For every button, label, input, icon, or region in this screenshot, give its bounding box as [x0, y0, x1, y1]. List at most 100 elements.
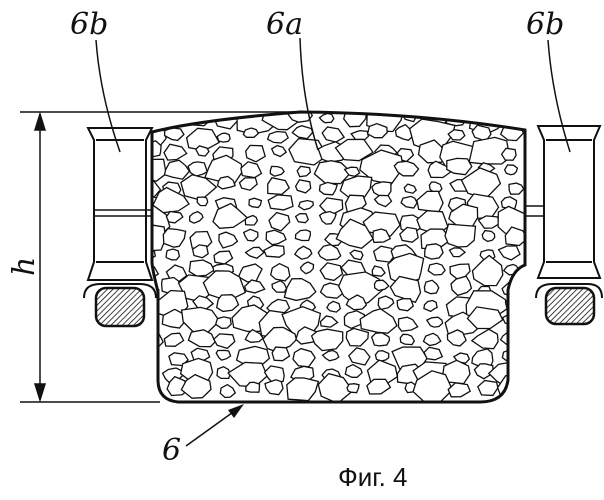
stone [239, 264, 263, 282]
stone [246, 247, 264, 258]
stone [270, 166, 284, 176]
stone [268, 195, 293, 210]
stone [327, 301, 340, 312]
stone [134, 159, 166, 181]
label-bag: 6 [162, 433, 181, 468]
stone [375, 195, 392, 206]
stone [196, 146, 209, 156]
leader-left-roller [96, 40, 120, 152]
right-roller [525, 126, 602, 324]
stone [451, 276, 471, 295]
stone [244, 229, 258, 241]
stone [401, 196, 417, 208]
stone [164, 333, 183, 346]
stone [297, 166, 310, 176]
stone [424, 347, 442, 360]
stone [320, 114, 334, 123]
stone [429, 182, 442, 192]
stone [472, 329, 498, 348]
stone [272, 146, 287, 157]
stone [482, 231, 495, 242]
stone [424, 333, 441, 345]
stone [450, 248, 466, 257]
stone [347, 384, 359, 393]
stone [164, 144, 187, 160]
stone [372, 333, 390, 346]
stone [166, 212, 182, 223]
stone [345, 365, 362, 378]
stone [293, 349, 315, 367]
stone [272, 281, 287, 293]
stone [448, 383, 470, 397]
stone [368, 124, 388, 138]
figure-caption: Фиг. 4 [338, 462, 408, 492]
stone [378, 296, 394, 309]
leader-bag-arrowhead [228, 404, 244, 418]
stone [190, 212, 203, 224]
stone [217, 295, 239, 312]
stone [228, 362, 267, 387]
stone [372, 266, 385, 276]
stone [268, 132, 289, 144]
stone [214, 334, 235, 349]
stone [240, 178, 258, 191]
stone [217, 133, 230, 142]
stone [159, 108, 186, 126]
stone [502, 350, 518, 361]
stone [243, 128, 258, 137]
bag-with-aggregate [128, 102, 537, 405]
stone [320, 212, 337, 225]
stone [425, 244, 443, 259]
stone [266, 230, 286, 245]
stone [478, 381, 498, 396]
stone [188, 330, 215, 347]
stone [372, 182, 391, 196]
stone [509, 183, 524, 194]
stone [138, 353, 155, 366]
leader-right-roller [548, 40, 570, 152]
stone [292, 126, 313, 139]
stone [246, 145, 266, 161]
stone [375, 280, 389, 290]
stone [445, 224, 476, 247]
stone [188, 162, 207, 176]
stone [322, 127, 344, 142]
stone [296, 214, 309, 223]
stone [502, 281, 526, 297]
stone [424, 301, 437, 312]
stone [427, 317, 443, 327]
stone [264, 245, 284, 257]
stone [269, 213, 290, 231]
stone [399, 317, 418, 331]
stone [166, 249, 179, 260]
stone [296, 180, 311, 193]
stone [323, 351, 339, 361]
stone [182, 307, 220, 332]
stone [295, 246, 312, 259]
stone [246, 382, 260, 392]
stone [375, 351, 388, 361]
stone [473, 256, 503, 286]
stone [417, 191, 443, 212]
stone [265, 380, 283, 395]
stone [220, 385, 235, 398]
stone [197, 197, 208, 206]
stone [360, 309, 397, 333]
stone [165, 160, 190, 179]
stone [219, 232, 238, 248]
stone [138, 381, 157, 396]
stone [320, 263, 342, 281]
label-left-roller: 6b [70, 7, 108, 42]
left-roller [84, 128, 156, 326]
stone [216, 350, 230, 360]
stone [320, 182, 338, 194]
stone [312, 329, 343, 350]
stone [189, 260, 214, 276]
stone [284, 279, 315, 301]
label-right-roller: 6b [526, 7, 564, 42]
stone [404, 184, 416, 193]
stone [241, 162, 262, 178]
stone [318, 245, 340, 261]
stone [397, 299, 413, 311]
